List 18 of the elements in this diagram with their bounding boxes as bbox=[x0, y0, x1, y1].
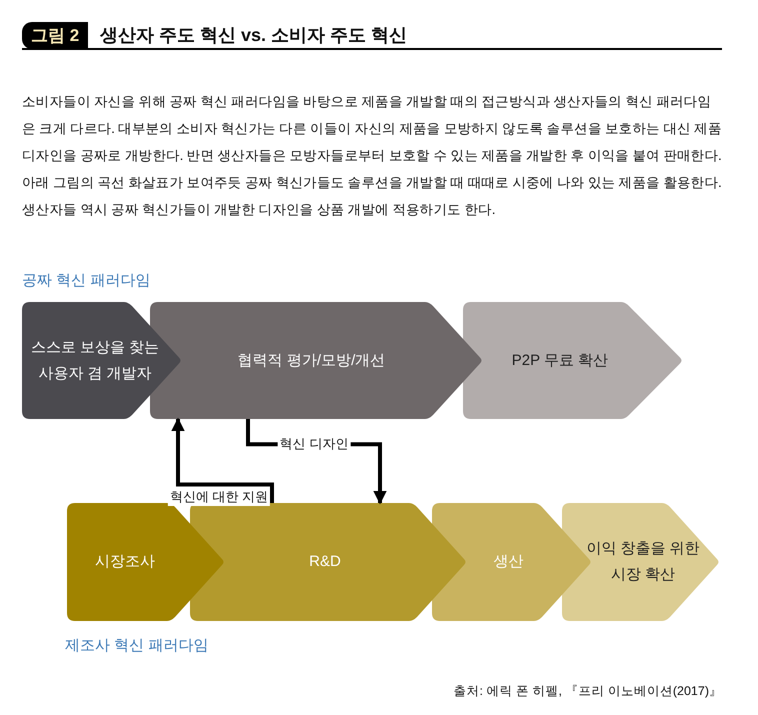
chevron-stage bbox=[562, 503, 720, 621]
stage-label: P2P 무료 확산 bbox=[512, 350, 608, 370]
chevron-stage bbox=[463, 302, 683, 419]
chevron-stage bbox=[22, 302, 182, 419]
stage-label: 시장조사 bbox=[95, 552, 155, 572]
section-heading: 제조사 혁신 패러다임 bbox=[65, 636, 208, 656]
chevron-stage bbox=[67, 503, 225, 621]
stage-label: 협력적 평가/모방/개선 bbox=[238, 350, 386, 370]
arrow bbox=[171, 418, 274, 503]
title: 생산자 주도 혁신 vs. 소비자 주도 혁신 bbox=[100, 24, 408, 47]
body-paragraph: 소비자들이 자신을 위해 공짜 혁신 패러다임을 바탕으로 제품을 개발할 때의 접근방식과 생산자들의 혁신 패러다임은 크게 다르다. 대부분의 소비자 혁신가는 다른 이들이 자신의 제품을 모방하지 않도록 솔루션을 보호하는 대신 제품디자인을 공짜로 개방한다. 반면 생산자들은 모방자들로부터 보호할 수 있는 제품을 개발한 후 이익을 붙여 판매한다. 아래 그림의 곡선 화살표가 보여주듯 공짜 혁신가들도 솔루션을 개발할 때 때때로 시중에 나와 있는 제품을 활용한다. 생산자들 역시 공짜 혁신가들이 개발한 디자인을 상품 개발에 적용하기도 한다. bbox=[22, 93, 723, 219]
stage-label: 생산 bbox=[494, 552, 524, 572]
source-note: 출처: 에릭 폰 히펠, 『프리 이노베이션(2017)』 bbox=[454, 683, 722, 700]
stage-label: 스스로 보상을 찾는 사용자 겸 개발자 bbox=[30, 338, 160, 384]
stage-label: R&D bbox=[309, 552, 341, 572]
section-heading: 공짜 혁신 패러다임 bbox=[22, 271, 150, 291]
stage-label: 이익 창출을 위한 시장 확산 bbox=[586, 539, 700, 585]
figure-badge: 그림 2 bbox=[22, 22, 88, 49]
